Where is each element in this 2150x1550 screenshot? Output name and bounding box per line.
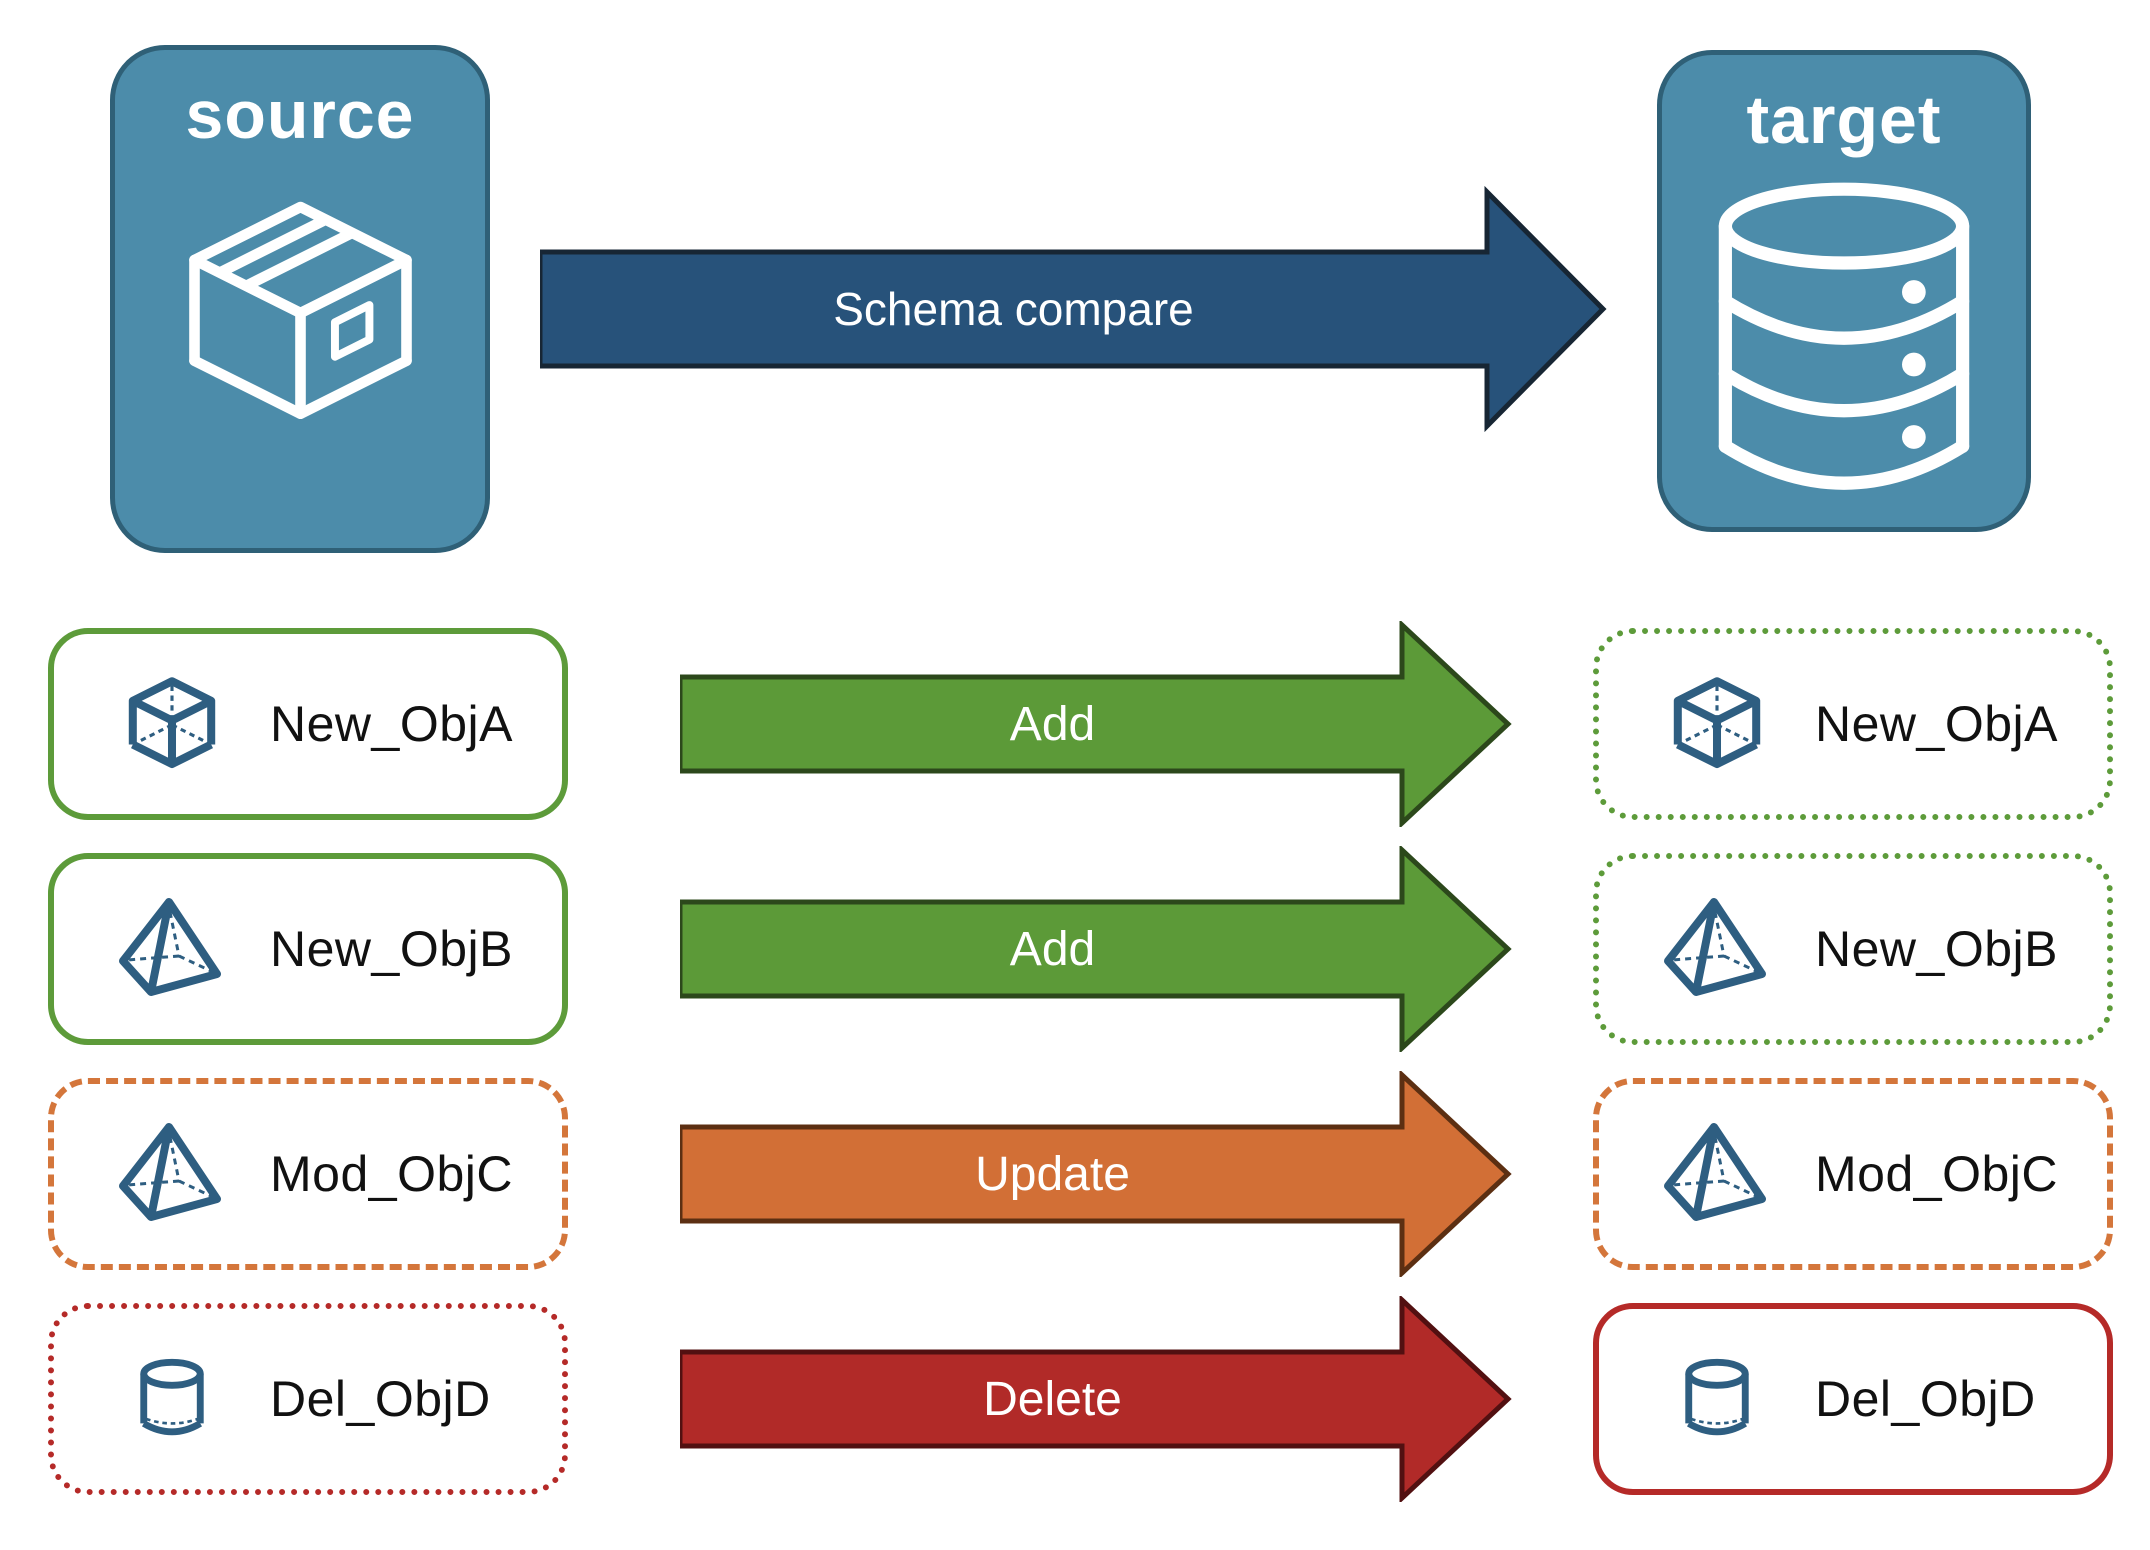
add-arrow-2 xyxy=(680,846,1512,1052)
target-node-label: target xyxy=(1746,82,1942,158)
object-label: New_ObjA xyxy=(270,696,513,752)
target-object-box-mod-objc: Mod_ObjC xyxy=(1593,1078,2113,1270)
object-label: Del_ObjD xyxy=(1815,1371,2036,1427)
target-object-box-new-objb: New_ObjB xyxy=(1593,853,2113,1045)
target-object-box-new-obja: New_ObjA xyxy=(1593,628,2113,820)
update-arrow-shape xyxy=(680,1071,1512,1277)
cylinder-icon xyxy=(140,1358,204,1436)
source-object-box-del-objd: Del_ObjD xyxy=(48,1303,568,1495)
target-node: target xyxy=(1657,50,2031,532)
source-node-label: source xyxy=(185,77,415,153)
delete-arrow-shape xyxy=(680,1296,1512,1502)
source-node: source xyxy=(110,45,490,553)
add-arrow-1-label: Add xyxy=(1009,697,1096,751)
delete-arrow-label: Delete xyxy=(983,1372,1122,1426)
object-label: Mod_ObjC xyxy=(270,1146,513,1202)
pyramid-icon xyxy=(119,1123,221,1221)
package-icon xyxy=(188,201,412,419)
source-object-box-new-objb: New_ObjB xyxy=(48,853,568,1045)
schema-compare-label: Schema compare xyxy=(833,283,1194,335)
object-label: New_ObjB xyxy=(270,921,513,977)
add-arrow-1-shape xyxy=(680,621,1512,827)
object-label: New_ObjB xyxy=(1815,921,2058,977)
object-label: Del_ObjD xyxy=(270,1371,491,1427)
schema-compare-arrow xyxy=(540,185,1607,433)
cylinder-icon xyxy=(1685,1358,1749,1436)
add-arrow-1 xyxy=(680,621,1512,827)
add-arrow-2-label: Add xyxy=(1009,922,1096,976)
source-object-box-new-obja: New_ObjA xyxy=(48,628,568,820)
pyramid-icon xyxy=(119,898,221,996)
add-arrow-2-shape xyxy=(680,846,1512,1052)
object-label: Mod_ObjC xyxy=(1815,1146,2058,1202)
delete-arrow xyxy=(680,1296,1512,1502)
object-label: New_ObjA xyxy=(1815,696,2058,752)
update-arrow xyxy=(680,1071,1512,1277)
update-arrow-label: Update xyxy=(975,1147,1130,1201)
cube-icon xyxy=(1673,677,1761,769)
database-icon xyxy=(1718,182,1970,490)
pyramid-icon xyxy=(1664,1123,1766,1221)
target-object-box-del-objd: Del_ObjD xyxy=(1593,1303,2113,1495)
pyramid-icon xyxy=(1664,898,1766,996)
cube-icon xyxy=(128,677,216,769)
schema-compare-arrow-shape xyxy=(540,185,1607,433)
source-object-box-mod-objc: Mod_ObjC xyxy=(48,1078,568,1270)
